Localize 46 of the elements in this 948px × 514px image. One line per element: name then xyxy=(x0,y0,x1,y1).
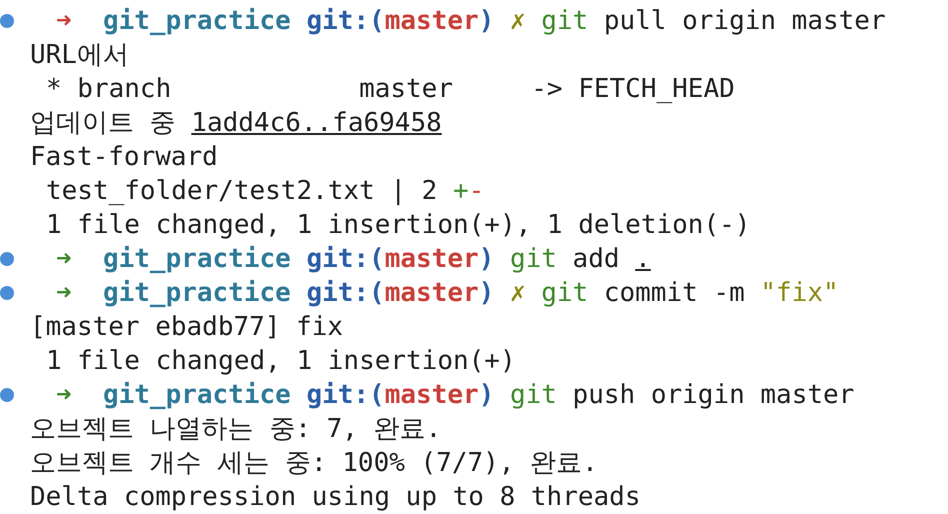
command-name: git xyxy=(510,379,557,412)
directory-name: git_practice xyxy=(102,243,291,276)
branch-name: master xyxy=(384,277,479,310)
commit-range: 1add4c6..fa69458 xyxy=(191,107,442,140)
directory-name: git_practice xyxy=(102,277,291,310)
output-line: Delta compression using up to 8 threads xyxy=(30,481,640,514)
git-suffix: ) xyxy=(478,5,494,38)
git-prefix: git:( xyxy=(306,379,385,412)
git-prefix: git:( xyxy=(306,277,385,310)
command-args: add xyxy=(572,243,620,276)
branch-name: master xyxy=(384,243,479,276)
directory-name: git_practice xyxy=(102,379,291,412)
string-argument: "fix" xyxy=(760,277,839,310)
output-line: Fast-forward xyxy=(30,141,218,174)
output-line: 1 file changed, 1 insertion(+) xyxy=(46,345,516,378)
output-line: 1 file changed, 1 insertion(+), 1 deletion(-) xyxy=(46,209,750,242)
command-args: pull origin master xyxy=(604,5,886,38)
prompt-arrow: ➜ xyxy=(56,5,72,38)
git-suffix: ) xyxy=(478,243,494,276)
git-prefix: git:( xyxy=(306,5,385,38)
output-line: test_folder/test2.txt | 2 xyxy=(46,175,438,208)
command-name: git xyxy=(510,243,557,276)
insertion-mark: + xyxy=(452,175,469,208)
command-args: . xyxy=(635,243,651,276)
dirty-mark: ✗ xyxy=(510,277,526,310)
branch-name: master xyxy=(384,379,479,412)
output-line: 오브젝트 개수 세는 중: 100% (7/7), 완료. xyxy=(30,447,598,480)
git-prefix: git:( xyxy=(306,243,385,276)
git-suffix: ) xyxy=(478,277,494,310)
command-args: push origin master xyxy=(572,379,854,412)
prompt-arrow: ➜ xyxy=(56,379,72,412)
output-line: [master ebadb77] fix xyxy=(30,311,344,344)
output-line: 오브젝트 나열하는 중: 7, 완료. xyxy=(30,413,442,446)
command-args: commit -m xyxy=(604,277,745,310)
prompt-arrow: ➜ xyxy=(56,243,72,276)
deletion-mark: - xyxy=(468,175,484,208)
dirty-mark: ✗ xyxy=(510,5,526,38)
command-name: git xyxy=(541,277,588,310)
directory-name: git_practice xyxy=(102,5,291,38)
git-suffix: ) xyxy=(478,379,494,412)
output-line: * branch master -> FETCH_HEAD xyxy=(46,73,735,106)
output-line: 업데이트 중 xyxy=(30,107,176,140)
branch-name: master xyxy=(384,5,479,38)
command-name: git xyxy=(541,5,588,38)
prompt-arrow: ➜ xyxy=(56,277,72,310)
output-line: URL에서 xyxy=(30,39,129,72)
